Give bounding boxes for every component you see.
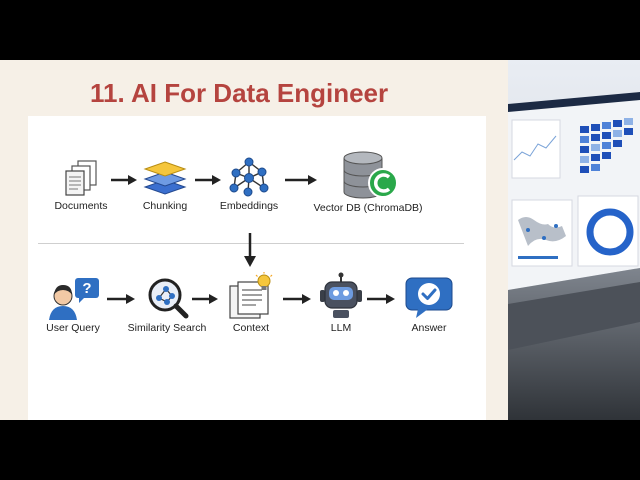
layers-icon bbox=[143, 161, 187, 195]
llm-label: LLM bbox=[330, 322, 352, 334]
arrow-icon bbox=[283, 294, 311, 304]
chunking-label: Chunking bbox=[142, 200, 188, 212]
arrow-icon bbox=[111, 175, 137, 185]
node-embeddings: Embeddings bbox=[214, 156, 284, 212]
arrow-icon bbox=[192, 294, 218, 304]
magnifier-graph-icon bbox=[148, 278, 189, 319]
embeddings-label: Embeddings bbox=[219, 200, 279, 212]
node-vector-db: Vector DB (ChromaDB) bbox=[313, 150, 423, 214]
arrow-down-icon bbox=[244, 233, 256, 267]
dashboard-photo bbox=[508, 60, 640, 420]
arrow-icon bbox=[195, 175, 221, 185]
robot-icon bbox=[320, 272, 362, 318]
node-answer: Answer bbox=[396, 276, 462, 334]
context-label: Context bbox=[232, 322, 270, 334]
user-question-icon: ? bbox=[49, 278, 99, 320]
user-query-label: User Query bbox=[46, 322, 100, 334]
documents-label: Documents bbox=[54, 200, 108, 212]
svg-text:?: ? bbox=[82, 280, 91, 297]
rag-pipeline-diagram: Documents Chunking bbox=[28, 116, 486, 420]
node-llm: LLM bbox=[308, 272, 374, 334]
slide-title: 11. AI For Data Engineer bbox=[90, 78, 389, 108]
network-graph-icon bbox=[229, 157, 269, 197]
database-icon bbox=[343, 151, 398, 199]
slide: 11. AI For Data Engineer bbox=[0, 60, 640, 420]
vector-db-label: Vector DB (ChromaDB) bbox=[313, 202, 423, 214]
similarity-search-label: Similarity Search bbox=[127, 322, 207, 334]
documents-icon bbox=[65, 160, 97, 196]
node-documents: Documents bbox=[46, 158, 116, 212]
answer-label: Answer bbox=[411, 322, 447, 334]
node-chunking: Chunking bbox=[130, 158, 200, 212]
node-similarity-search: Similarity Search bbox=[124, 276, 210, 334]
document-lightbulb-icon bbox=[229, 272, 273, 319]
checkmark-chat-icon bbox=[405, 277, 453, 318]
node-context: Context bbox=[218, 272, 284, 334]
arrow-icon bbox=[285, 175, 317, 185]
arrow-icon bbox=[367, 294, 395, 304]
arrow-icon bbox=[107, 294, 135, 304]
node-user-query: ? User Query bbox=[38, 276, 108, 334]
